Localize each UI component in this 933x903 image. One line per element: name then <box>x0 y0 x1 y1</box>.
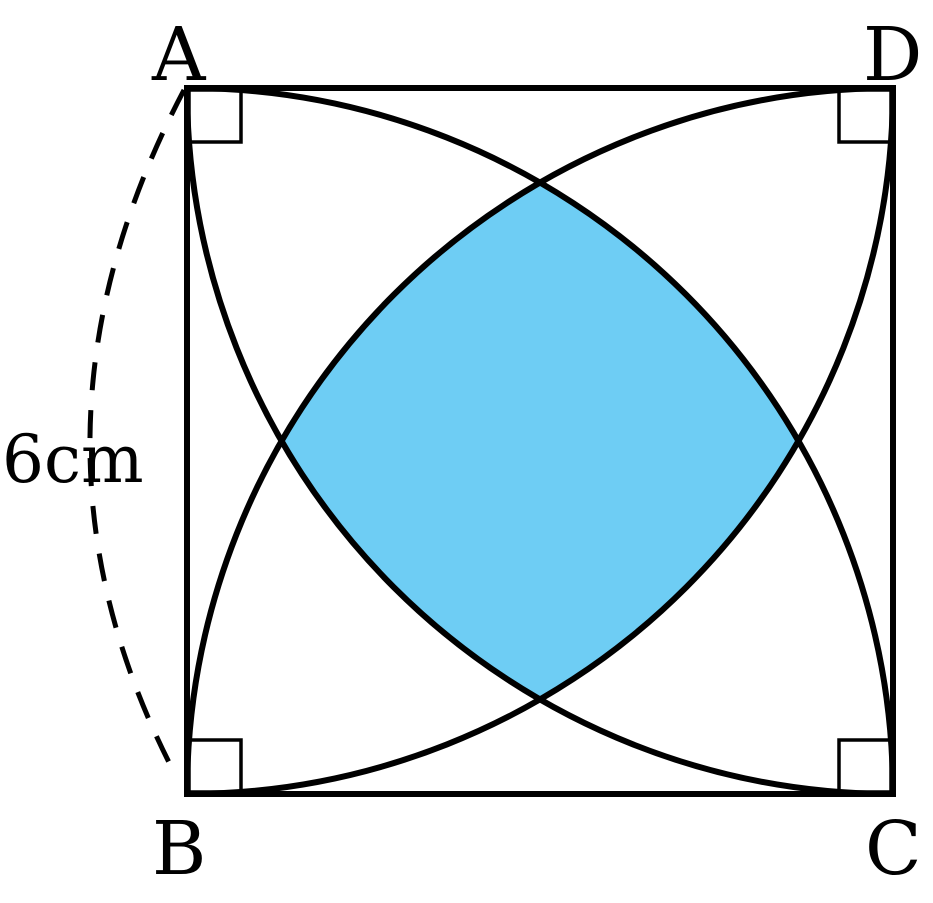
arc-centered-d <box>184 87 894 797</box>
side-length-label: 6cm <box>2 421 144 498</box>
right-angle-mark-c <box>837 738 893 794</box>
arc-centered-b <box>186 85 896 795</box>
right-angle-mark-d <box>837 88 893 144</box>
vertex-label-b: B <box>152 806 206 892</box>
right-angle-mark-b <box>187 738 243 794</box>
dimension-dashed-arc <box>87 88 187 778</box>
vertex-label-d: D <box>863 12 922 98</box>
vertex-label-a: A <box>151 12 207 98</box>
right-angle-mark-a <box>187 88 243 144</box>
shaded-region <box>284 184 797 697</box>
arc-centered-a <box>186 87 896 797</box>
vertex-label-c: C <box>865 806 922 892</box>
arc-centered-c <box>184 85 894 795</box>
square-outline <box>184 85 896 797</box>
